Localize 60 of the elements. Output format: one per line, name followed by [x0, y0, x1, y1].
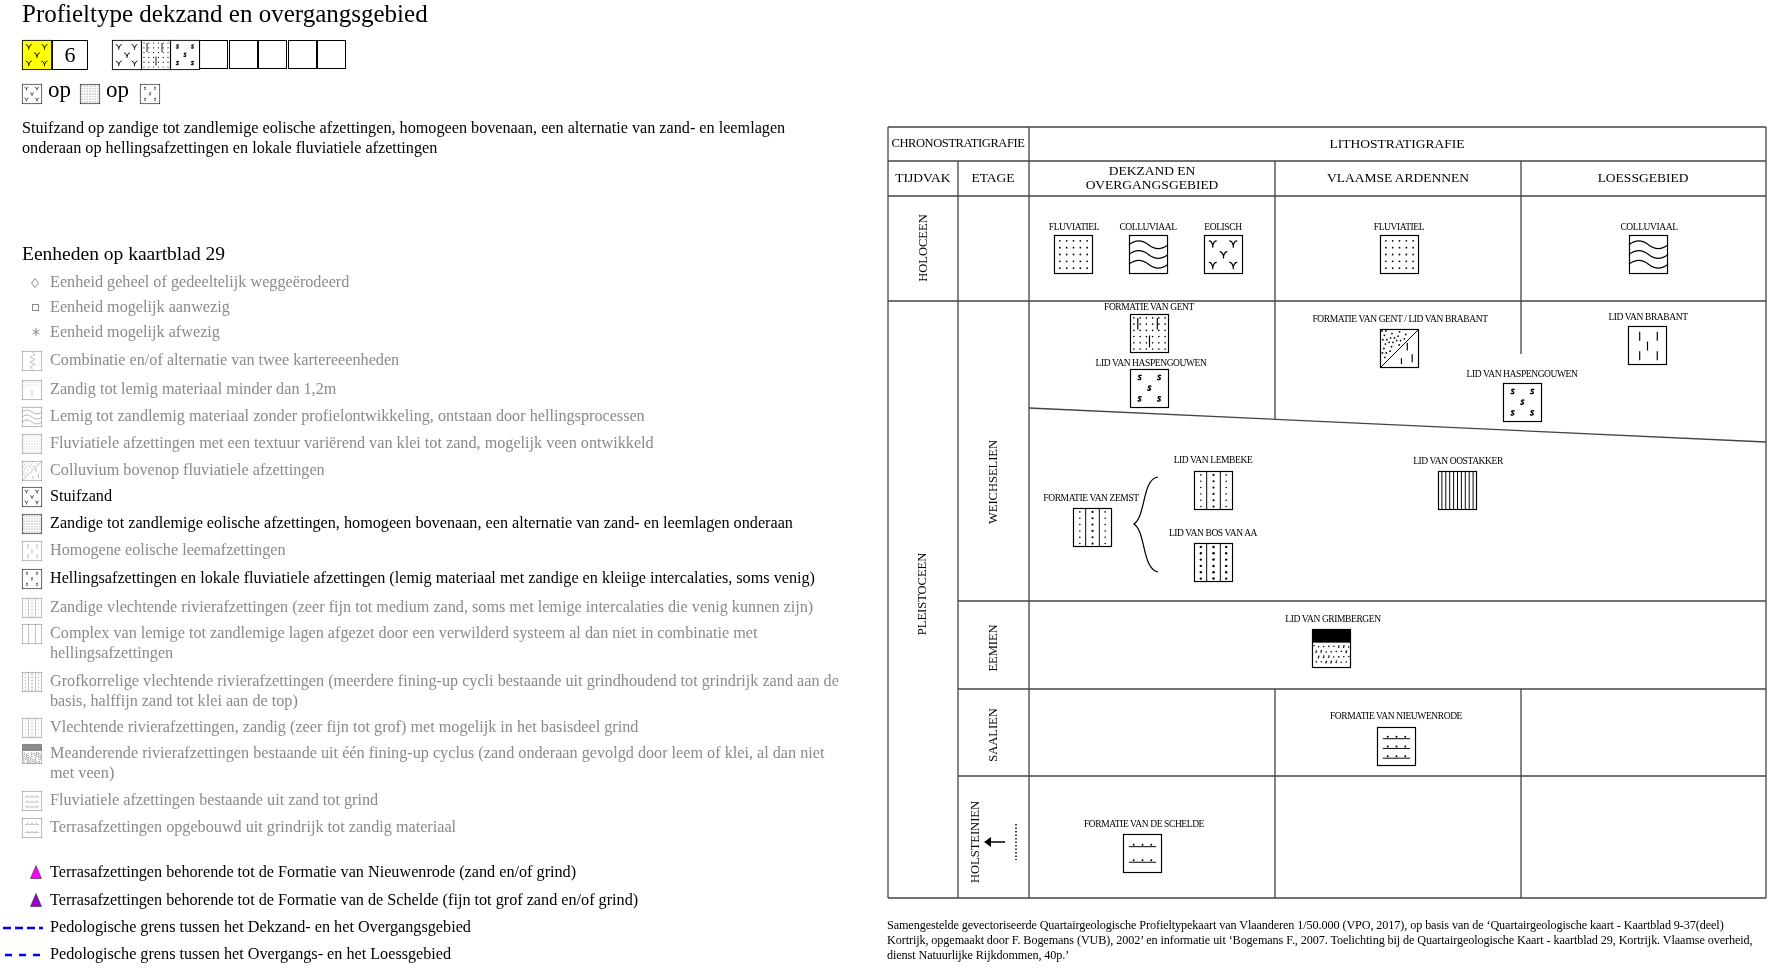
column-header: VLAAMSE ARDENNEN	[1326, 170, 1470, 186]
legend-text: Eenheid mogelijk afwezig	[50, 322, 221, 342]
unit-label: LID VAN BRABANT	[1608, 313, 1688, 323]
unit-label: EOLISCH	[1204, 223, 1242, 233]
unit-label: LID VAN OOSTAKKER	[1413, 457, 1503, 467]
column-header: TIJDVAK	[895, 170, 951, 186]
legend-text: Zandige vlechtende rivierafzettingen (zeer fijn tot medium zand, soms met lemige intercalaties die venig kunnen zijn)	[50, 597, 815, 617]
unit-label: LID VAN LEMBEKE	[1173, 456, 1253, 466]
legend-text: Hellingsafzettingen en lokale fluviatiele afzettingen (lemig materiaal met zandige en kleiige intercalaties, soms venig)	[50, 568, 816, 588]
legend-text: Colluvium bovenop fluviatiele afzettingen	[50, 460, 326, 480]
stage-label: SAALIEN	[985, 708, 1001, 762]
legend-text: Combinatie en/of alternatie van twee kartereeenheden	[50, 350, 401, 370]
legend-text: Fluviatiele afzettingen met een textuur variërend van klei tot zand, mogelijk veen ontwikkeld	[50, 433, 655, 453]
legend-text: Zandig tot lemig materiaal minder dan 1,2m	[50, 379, 338, 399]
legend-text: Grofkorrelige vlechtende rivierafzettingen (meerdere fining-up cycli bestaande uit grindhoudend tot grindrijk zand aan de basis, halffijn zand tot klei aan de top)	[50, 671, 840, 711]
column-header: DEKZAND EN OVERGANGSGEBIED	[1084, 163, 1220, 193]
legend-text: Eenheid geheel of gedeeltelijk weggeërodeerd	[50, 272, 351, 292]
legend-text: Meanderende rivierafzettingen bestaande uit één fining-up cyclus (zand onderaan gevolgd door leem of klei, al dan niet met veen)	[50, 743, 826, 783]
source-caption: Samengestelde gevectoriseerde Quartairgeologische Profieltypekaart van Vlaanderen 1/50.000 (VPO, 2017), op basis van de ‘Quartairgeologische kaart - Kaartblad 9-37(deel) Kortrijk, opgemaakt door F. Bogemans (VUB), 2002’ en informatie uit ‘Bogemans F., 2007. Toelichting bij de Quartairgeologische Kaart - kaartblad 29, Kortrijk. Vlaamse overheid, dienst Natuurlijke Rijkdommen, 40p.’	[887, 918, 1754, 963]
unit-label: LID VAN BOS VAN AA	[1168, 529, 1258, 539]
unit-label: COLLUVIAAL	[1119, 223, 1177, 233]
legend-text: Terrasafzettingen behorende tot de Formatie van de Schelde (fijn tot grof zand en/of grind)	[50, 890, 640, 910]
column-header: CHRONOSTRATIGRAFIE	[891, 137, 1025, 151]
legend-text: Homogene eolische leemafzettingen	[50, 540, 287, 560]
unit-label: FLUVIATIEL	[1048, 223, 1100, 233]
legend-text: Zandige tot zandlemige eolische afzettingen, homogeen bovenaan, een alternatie van zand- en leemlagen onderaan	[50, 513, 794, 533]
stage-label: WEICHSELIEN	[985, 440, 1001, 524]
stage-label: HOLSTEINIEN	[967, 801, 983, 883]
legend-text: Terrasafzettingen behorende tot de Formatie van Nieuwenrode (zand en/of grind)	[50, 862, 578, 882]
legend-text: Lemig tot zandlemig materiaal zonder profielontwikkeling, ontstaan door hellingsprocessen	[50, 406, 646, 426]
column-header: LITHOSTRATIGRAFIE	[1329, 136, 1465, 152]
unit-label: FORMATIE VAN GENT	[1104, 303, 1194, 313]
connector-word: op	[106, 77, 129, 103]
legend-text: Fluviatiele afzettingen bestaande uit zand tot grind	[50, 790, 380, 810]
column-header: LOESSGEBIED	[1597, 170, 1689, 186]
profile-number: 6	[52, 40, 88, 70]
unit-label: LID VAN HASPENGOUWEN	[1095, 359, 1207, 369]
unit-label: LID VAN HASPENGOUWEN	[1466, 370, 1578, 380]
connector-word: op	[48, 77, 71, 103]
stage-label: EEMIEN	[985, 624, 1001, 672]
unit-label: FORMATIE VAN DE SCHELDE	[1084, 820, 1204, 830]
unit-label: FORMATIE VAN GENT / LID VAN BRABANT	[1312, 315, 1488, 325]
legend-text: Stuifzand	[50, 486, 114, 506]
legend-text: Complex van lemige tot zandlemige lagen afgezet door een verwilderd systeem al dan niet in combinatie met hellingsafzettingen	[50, 623, 759, 663]
profile-description: Stuifzand op zandige tot zandlemige eolische afzettingen, homogeen bovenaan, een alternatie van zand- en leemlagen onderaan op hellingsafzettingen en lokale fluviatiele afzettingen	[22, 118, 787, 158]
unit-label: FLUVIATIEL	[1373, 223, 1425, 233]
legend-text: Vlechtende rivierafzettingen, zandig (zeer fijn tot grof) met mogelijk in het basisdeel grind	[50, 717, 640, 737]
unit-label: FORMATIE VAN ZEMST	[1043, 494, 1139, 504]
section-heading: Eenheden op kaartblad 29	[22, 243, 226, 265]
unit-label: FORMATIE VAN NIEUWENRODE	[1330, 712, 1462, 722]
legend-text: Pedologische grens tussen het Overgangs- en het Loessgebied	[50, 944, 453, 964]
legend-text: Eenheid mogelijk aanwezig	[50, 297, 231, 317]
period-label: PLEISTOCEEN	[914, 552, 930, 636]
period-label: HOLOCEEN	[915, 214, 931, 282]
unit-label: LID VAN GRIMBERGEN	[1285, 615, 1381, 625]
unit-label: COLLUVIAAL	[1620, 223, 1678, 233]
column-header: ETAGE	[971, 170, 1015, 186]
legend-text: Pedologische grens tussen het Dekzand- en het Overgangsgebied	[50, 917, 472, 937]
legend-text: Terrasafzettingen opgebouwd uit grindrijk tot zandig materiaal	[50, 817, 458, 837]
page-title: Profieltype dekzand en overgangsgebied	[22, 0, 428, 28]
